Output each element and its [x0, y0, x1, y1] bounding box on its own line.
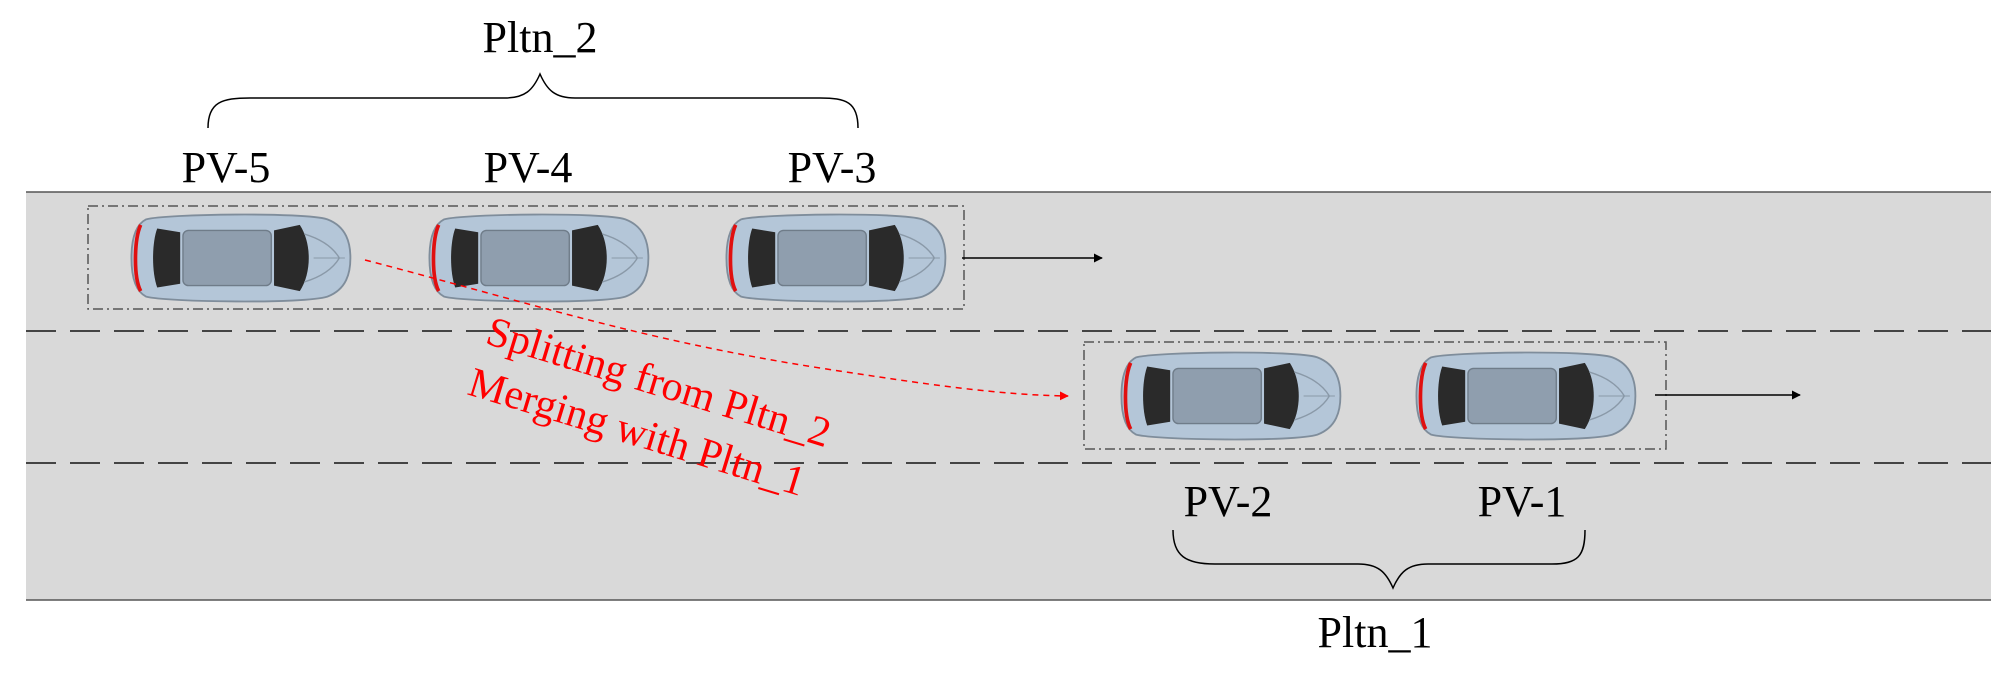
- vehicle-label-pv4: PV-4: [484, 143, 573, 192]
- brace-platoon-2: [207, 72, 859, 129]
- vehicle-label-pv1: PV-1: [1478, 477, 1567, 526]
- maneuver-path: [364, 259, 1069, 401]
- platoon-2-label: Pltn_2: [483, 13, 598, 62]
- vehicle-label-pv5: PV-5: [182, 143, 271, 192]
- car-top-view-icon: [1416, 344, 1635, 447]
- road: [26, 192, 1991, 600]
- platoon-1-label: Pltn_1: [1318, 608, 1433, 657]
- car-top-view-icon: [1121, 344, 1340, 447]
- vehicle-label-pv3: PV-3: [788, 143, 877, 192]
- car-top-view-icon: [131, 206, 350, 309]
- brace-platoon-1: [1172, 529, 1586, 590]
- car-top-view-icon: [429, 206, 648, 309]
- car-top-view-icon: [726, 206, 945, 309]
- vehicle-label-pv2: PV-2: [1184, 477, 1273, 526]
